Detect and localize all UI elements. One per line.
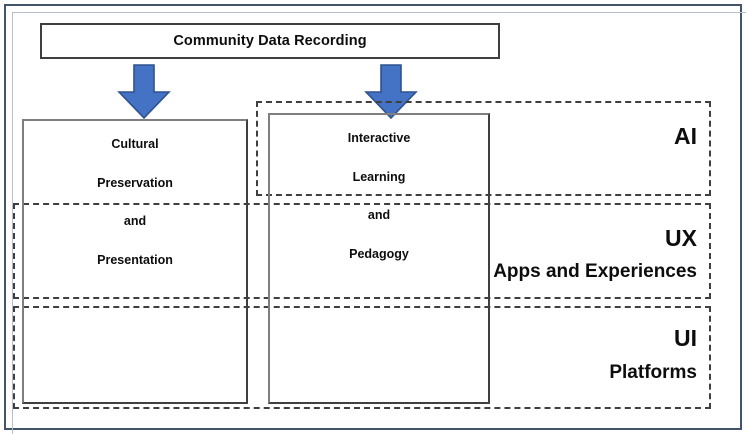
layer-ui-acronym: UI [674,325,697,351]
interactive-learning-line-1: Interactive [347,131,411,145]
community-data-recording-box[interactable]: Community Data Recording [40,23,500,59]
cultural-preservation-box[interactable]: Cultural Preservation and Presentation [22,119,248,404]
interactive-learning-box[interactable]: Interactive Learning and Pedagogy [268,113,490,404]
down-arrow-right [364,64,418,120]
outer-frame [4,4,746,434]
community-data-recording-label: Community Data Recording [173,33,367,49]
cultural-preservation-line-4: Presentation [97,253,173,267]
down-arrow-left [117,64,171,120]
layer-ai-acronym: AI [674,123,697,149]
layer-band-ui[interactable]: UI Platforms [13,306,711,409]
layer-ux-caption: Apps and Experiences [493,261,697,282]
layer-band-ux[interactable]: UX Apps and Experiences [13,203,711,299]
interactive-learning-line-2: Learning [352,170,406,184]
layer-ux-acronym: UX [665,225,697,251]
layer-band-ai[interactable]: AI [256,101,711,196]
layer-ui-caption: Platforms [609,362,697,383]
interactive-learning-line-3: and [367,208,391,222]
cultural-preservation-line-1: Cultural [111,137,159,151]
cultural-preservation-line-3: and [123,214,147,228]
cultural-preservation-line-2: Preservation [97,176,173,190]
interactive-learning-line-4: Pedagogy [349,247,409,261]
